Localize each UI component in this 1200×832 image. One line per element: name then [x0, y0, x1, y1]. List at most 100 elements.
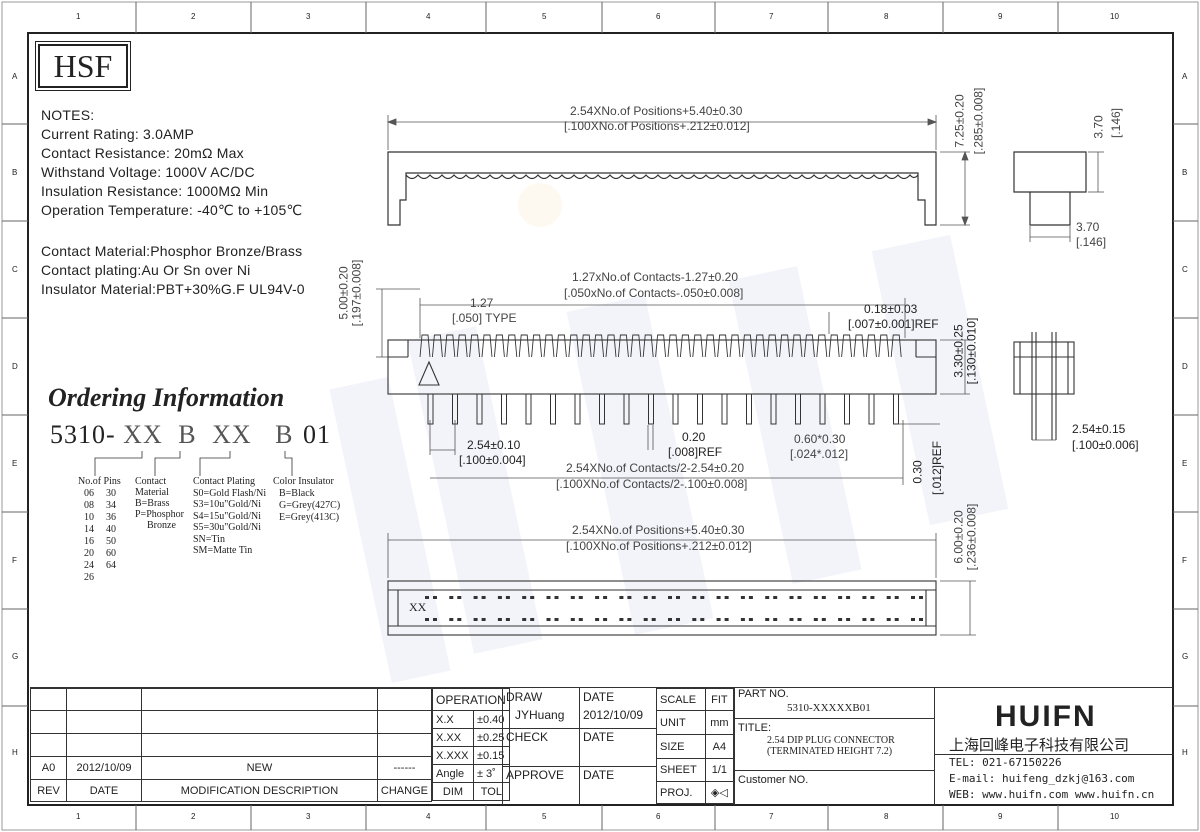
dim-text: [.197±0.008] — [349, 259, 364, 327]
plating-option: S0=Gold Flash/Ni — [193, 487, 267, 499]
contact-hole — [870, 618, 875, 621]
dim-side-pitch: 2.54±0.15 [.100±0.006] — [1072, 421, 1139, 453]
contact-tooth — [878, 334, 890, 358]
tol-header: TOL — [472, 782, 510, 801]
pin-leg — [893, 393, 899, 425]
fit-label: FIT — [704, 688, 735, 711]
tol-value: ± 3˚ — [472, 764, 510, 783]
dim-text: 2.54XNo.of Positions+5.40±0.30 — [572, 523, 745, 537]
contact-tooth — [828, 334, 840, 358]
contact-tooth — [506, 334, 518, 358]
row-label: B — [1182, 168, 1188, 177]
contact-hole — [838, 596, 843, 599]
contact-tooth — [729, 334, 741, 358]
size-label: SIZE — [656, 734, 706, 759]
front-pins — [427, 393, 899, 425]
contact-tooth — [493, 334, 505, 358]
dim-pin-size: 0.60*0.30 [.024*.012] — [790, 432, 848, 462]
row-label: E — [1182, 459, 1188, 468]
pin-option: 36 — [106, 512, 116, 523]
pin-leg — [819, 393, 826, 425]
contact-hole — [870, 596, 875, 599]
pin-leg — [721, 393, 728, 425]
contact-hole — [846, 618, 851, 621]
contact-hole — [546, 596, 551, 599]
dim-text: [.236±0.008] — [964, 503, 979, 571]
contact-hole — [449, 596, 454, 599]
material-option: P=Phosphor — [135, 509, 184, 520]
contact-tooth — [890, 334, 902, 358]
pin-option: 40 — [106, 524, 116, 535]
contact-tooth — [704, 334, 716, 358]
projection-icon: ◈◁ — [704, 781, 735, 804]
contact-tooth — [865, 334, 877, 358]
pin-option: 24 — [84, 560, 94, 571]
pin-leg — [574, 393, 581, 425]
ordering-leaders — [94, 451, 293, 476]
contact-hole — [821, 596, 826, 599]
dim-text: [.285±0.008] — [971, 87, 986, 155]
contact-hole — [627, 618, 632, 621]
contact-hole — [578, 596, 583, 599]
contact-hole — [425, 596, 429, 599]
pin-leg — [672, 393, 679, 425]
sheet-label: SHEET — [656, 758, 706, 782]
color-option: B=Black — [279, 488, 315, 499]
pin-option: 26 — [84, 572, 94, 583]
contact-tooth — [568, 334, 580, 358]
col-label: 8 — [884, 12, 889, 21]
contact-hole — [894, 596, 899, 599]
change-header: CHANGE — [376, 779, 433, 802]
tol-value: ±0.15 — [472, 746, 510, 765]
col-label: 1 — [76, 12, 81, 21]
color-options: Color Insulator B=Black G=Grey(427C) E=G… — [273, 476, 340, 524]
dim-bottom-length: 2.54XNo.of Positions+5.40±0.30 [.100XNo.… — [566, 522, 752, 554]
company-web: WEB: www.huifn.com www.huifn.cn — [949, 788, 1155, 801]
contact-tooth — [543, 334, 555, 358]
contact-hole — [651, 618, 656, 621]
contact-hole — [716, 618, 721, 621]
col-label: 4 — [426, 812, 431, 821]
dim-text: 2.54±0.10 — [467, 438, 521, 452]
approvals: DRAW JYHuang DATE 2012/10/09 CHECK DATE … — [502, 688, 657, 805]
contact-tooth — [841, 334, 853, 358]
company-info: HUIFN 上海回峰电子科技有限公司 TEL: 021-67150226 E-m… — [934, 688, 1174, 805]
top-view — [387, 151, 937, 226]
dim-text: [.146] — [1109, 107, 1124, 139]
col-label: 10 — [1110, 812, 1119, 821]
tol-dim: X.X — [432, 710, 474, 729]
side-view-top — [1013, 151, 1087, 226]
material-option: Bronze — [147, 520, 176, 531]
title-line1: 2.54 DIP PLUG CONNECTOR — [767, 735, 895, 746]
size-value: A4 — [704, 734, 735, 759]
plating-options: Contact Plating S0=Gold Flash/Ni S3=10u"… — [193, 476, 266, 557]
pin-leg — [525, 393, 532, 425]
pin-option: 20 — [84, 548, 94, 559]
col-label: 9 — [998, 812, 1003, 821]
dim-text: [.100±0.004] — [459, 453, 526, 467]
code-suffix: 01 — [302, 420, 331, 449]
contact-hole — [700, 596, 705, 599]
dim-text: [.050] TYPE — [452, 311, 517, 325]
contact-tooth — [667, 334, 679, 358]
contact-hole — [765, 618, 770, 621]
dim-front-height: 5.00±0.20 [.197±0.008] — [335, 260, 375, 340]
check-label: CHECK — [506, 730, 549, 744]
dim-text: [.100±0.006] — [1072, 438, 1139, 452]
rev-change: ------ — [376, 756, 433, 780]
contact-tooth — [779, 334, 791, 358]
pin-leg — [868, 393, 875, 425]
contact-hole — [595, 596, 600, 599]
contact-tooth — [605, 334, 617, 358]
contact-hole — [481, 618, 486, 621]
pin-option: 64 — [106, 560, 116, 571]
scale-label: SCALE — [656, 688, 706, 711]
contact-hole — [554, 596, 559, 599]
date-header: DATE — [66, 779, 142, 802]
col-label: 4 — [426, 12, 431, 21]
row-label: G — [12, 652, 19, 661]
dim-text: 7.25±0.20 — [952, 94, 967, 148]
approve-label: APPROVE — [506, 768, 565, 782]
row-label: C — [12, 265, 18, 274]
huifn-logo: HUIFN — [995, 700, 1097, 733]
